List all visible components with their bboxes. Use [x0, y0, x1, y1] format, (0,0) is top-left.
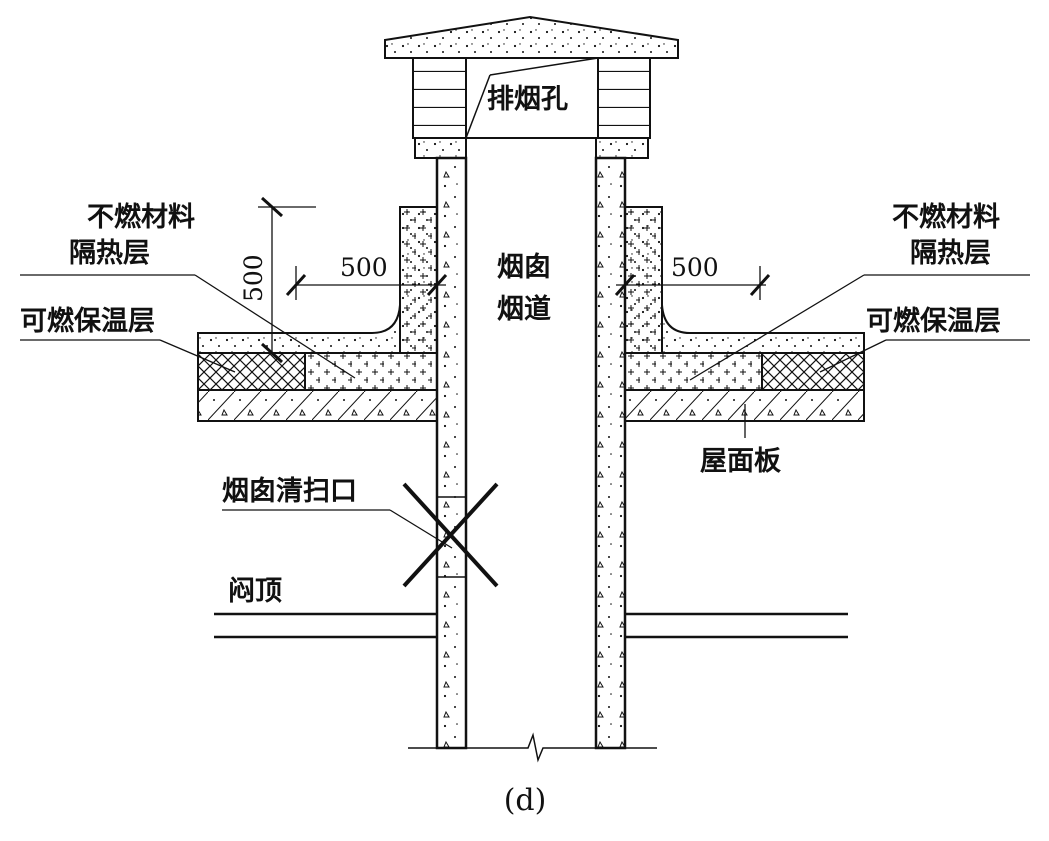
label-ceiling: 闷顶 [228, 576, 282, 607]
label-nonflammable-right-1: 不燃材料 [892, 202, 1000, 233]
label-cleanout: 烟囱清扫口 [222, 476, 357, 507]
outlet-bricks [412, 57, 651, 139]
label-chimney-2: 烟道 [497, 293, 551, 325]
chimney-cap [384, 15, 679, 59]
dimension-lines [258, 196, 771, 364]
label-combustible-right: 可燃保温层 [866, 306, 1001, 337]
dim-vertical-500: 500 [239, 254, 268, 302]
label-exhaust-hole: 排烟孔 [487, 84, 568, 115]
break-line [408, 732, 657, 763]
label-chimney-1: 烟囱 [497, 252, 551, 283]
label-combustible-left: 可燃保温层 [20, 306, 155, 337]
leader-lines [20, 274, 1030, 549]
chimney-walls [435, 156, 627, 750]
figure-caption: (d) [504, 783, 547, 818]
ceiling-lines [214, 612, 848, 639]
chimney-collar [414, 137, 649, 159]
label-nonflammable-left-1: 不燃材料 [87, 202, 195, 233]
left-roof-assembly [197, 206, 438, 422]
dim-horizontal-right-500: 500 [671, 253, 719, 282]
text-labels: 排烟孔 烟囱 烟道 不燃材料 隔热层 不燃材料 隔热层 可燃保温层 可燃保温层 … [20, 84, 1001, 818]
dim-horizontal-left-500: 500 [340, 253, 388, 282]
label-nonflammable-left-2: 隔热层 [69, 238, 150, 269]
cleanout-mark [402, 482, 499, 588]
label-nonflammable-right-2: 隔热层 [910, 238, 991, 269]
right-roof-assembly [624, 206, 865, 422]
label-roof-slab: 屋面板 [700, 446, 781, 477]
